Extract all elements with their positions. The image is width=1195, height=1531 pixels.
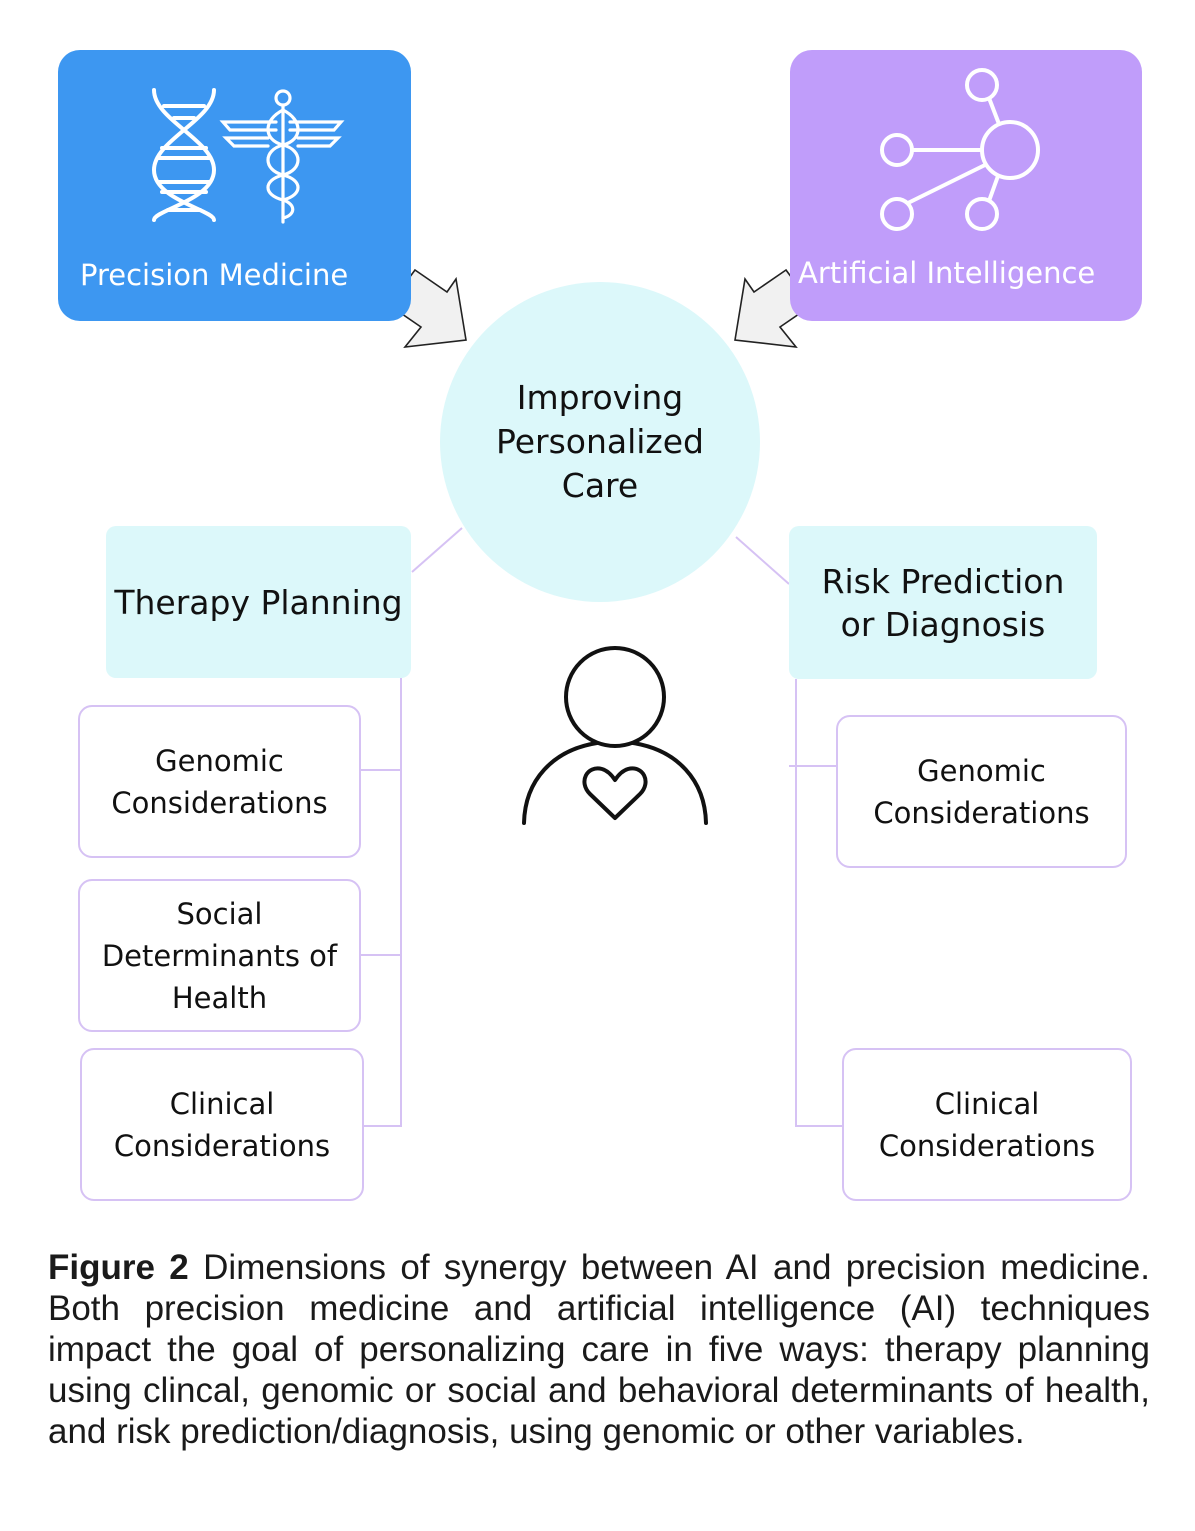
caption-label: Figure 2 <box>48 1248 189 1287</box>
network-icon <box>880 68 1040 231</box>
right-leaf-clinical: Clinical Considerations <box>842 1048 1132 1201</box>
risk-prediction-node: Risk Prediction or Diagnosis <box>789 526 1097 679</box>
artificial-intelligence-label: Artificial Intelligence <box>798 256 1096 290</box>
leaf-line: Determinants of <box>101 938 338 973</box>
connector-circle-risk <box>735 536 790 585</box>
connector-left-trunk <box>364 678 402 1127</box>
risk-line-2: or Diagnosis <box>840 604 1046 644</box>
improving-personalized-care-node: Improving Personalized Care <box>440 282 760 602</box>
precision-medicine-box: Precision Medicine <box>58 50 411 321</box>
leaf-line: Genomic <box>155 743 284 778</box>
leaf-line: Considerations <box>873 795 1090 830</box>
therapy-planning-node: Therapy Planning <box>106 526 411 678</box>
therapy-planning-label: Therapy Planning <box>114 582 403 622</box>
artificial-intelligence-box: Artificial Intelligence <box>790 50 1142 321</box>
left-leaf-clinical: Clinical Considerations <box>80 1048 364 1201</box>
caduceus-icon <box>219 89 345 224</box>
center-line-3: Care <box>561 466 639 505</box>
caption-text: Dimensions of synergy between AI and pre… <box>48 1248 1150 1451</box>
leaf-line: Considerations <box>878 1128 1096 1163</box>
figure-caption: Figure 2 Dimensions of synergy between A… <box>48 1247 1150 1452</box>
leaf-line: Considerations <box>111 785 328 820</box>
precision-medicine-label: Precision Medicine <box>80 258 349 292</box>
leaf-line: Health <box>171 980 268 1015</box>
person-heart-icon <box>522 646 708 825</box>
leaf-line: Genomic <box>917 753 1046 788</box>
connector-circle-therapy <box>411 527 463 573</box>
center-line-1: Improving <box>516 378 684 417</box>
leaf-line: Clinical <box>934 1086 1040 1121</box>
right-leaf-genomic: Genomic Considerations <box>836 715 1127 868</box>
leaf-line: Considerations <box>113 1128 331 1163</box>
leaf-line: Clinical <box>169 1086 275 1121</box>
center-line-2: Personalized <box>495 422 705 461</box>
risk-line-1: Risk Prediction <box>821 561 1065 601</box>
connector-right-trunk <box>795 679 842 1127</box>
left-leaf-genomic: Genomic Considerations <box>78 705 361 858</box>
dna-icon <box>151 88 217 222</box>
leaf-line: Social <box>176 896 263 931</box>
left-leaf-social: Social Determinants of Health <box>78 879 361 1032</box>
